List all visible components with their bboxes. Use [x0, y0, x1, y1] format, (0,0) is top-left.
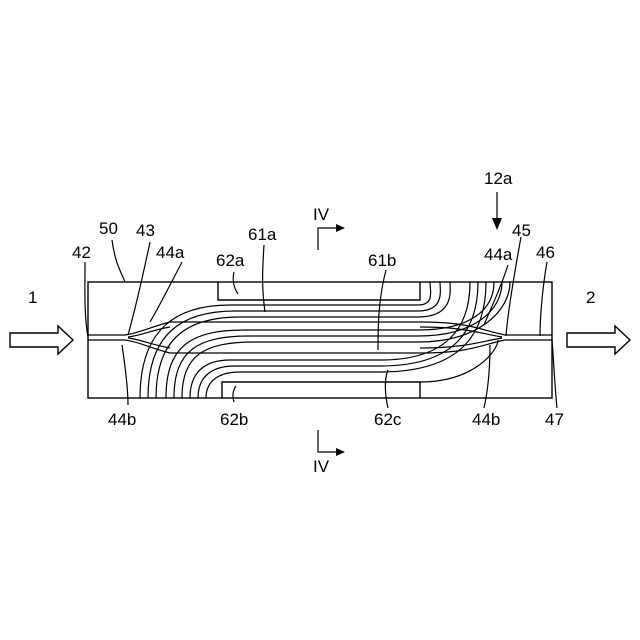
label-arm-b-left: 44b [108, 410, 136, 429]
label-ground-top: 62a [216, 251, 245, 270]
label-out-waveguide: 46 [536, 243, 555, 262]
label-input-arrow: 1 [28, 288, 37, 307]
device-pointer-head [492, 218, 502, 230]
output-arrow [567, 326, 630, 354]
label-electrode-signal: 61a [248, 225, 277, 244]
label-device: 12a [484, 169, 513, 188]
label-out-end: 47 [545, 410, 564, 429]
electrode-lines-left [140, 305, 418, 398]
label-arm-b-right: 44b [472, 410, 500, 429]
label-arm-a-right: 44a [484, 245, 513, 264]
branch-right-upper [420, 322, 505, 335]
label-section-top: IV [313, 205, 330, 224]
label-ground-bottom: 62b [220, 410, 248, 429]
input-arrow [10, 326, 73, 354]
label-section-bottom: IV [313, 457, 330, 476]
label-output-arrow: 2 [586, 288, 595, 307]
label-merge-right: 45 [512, 221, 531, 240]
label-branch-left: 43 [136, 221, 155, 240]
section-marker-bottom-head [336, 448, 345, 456]
label-substrate: 50 [99, 219, 118, 238]
label-arm-a-left: 44a [156, 243, 185, 262]
section-marker-top-head [336, 224, 345, 232]
label-ground-center: 62c [374, 410, 402, 429]
ground-electrode-top [218, 282, 420, 300]
label-electrode-signal-2: 61b [368, 251, 396, 270]
label-in-waveguide: 42 [72, 243, 91, 262]
ground-electrode-bottom [222, 382, 420, 398]
